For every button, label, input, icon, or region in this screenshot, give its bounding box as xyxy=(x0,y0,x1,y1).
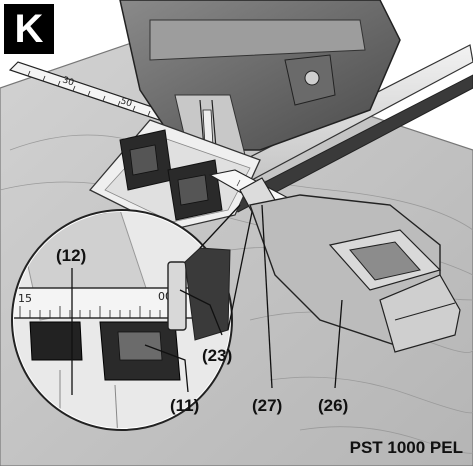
leader-lines xyxy=(71,204,343,395)
inset-clip-27 xyxy=(167,261,187,331)
panel-letter-badge: K xyxy=(4,4,54,54)
upper-ruler: 30 50 xyxy=(8,61,187,127)
callout-23: (23) xyxy=(202,346,233,365)
callout-12: (12) xyxy=(56,246,87,265)
callout-11: (11) xyxy=(170,396,200,415)
parallel-guide xyxy=(249,194,461,353)
inset-clamp-left xyxy=(29,321,83,361)
model-name-label: PST 1000 PEL xyxy=(349,438,463,457)
callout-27: (27) xyxy=(252,396,283,415)
callout-26: (26) xyxy=(318,396,349,415)
inset-detail: 15 00 xyxy=(11,209,233,431)
ruler-mark-50: 50 xyxy=(119,96,133,109)
leader-27 xyxy=(261,204,273,389)
ruler-mark-30: 30 xyxy=(61,75,75,88)
leader-11 xyxy=(144,344,189,393)
inset-mark-left: 15 xyxy=(18,292,32,305)
jigsaw-body xyxy=(119,0,401,166)
leader-23 xyxy=(179,289,223,336)
leader-26 xyxy=(334,299,343,389)
clamp-levers xyxy=(119,129,223,221)
